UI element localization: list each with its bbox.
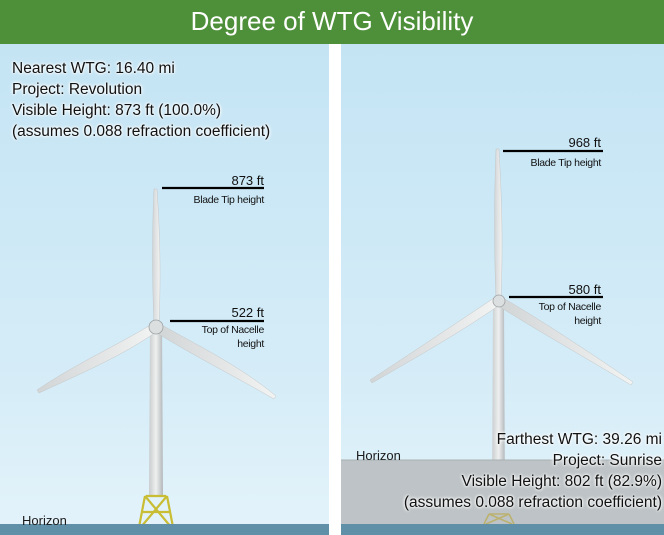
right-turbine-illustration [341,148,664,535]
horizon-label: Horizon [356,448,401,463]
project-name: Project: Sunrise [552,452,662,469]
hub [148,319,164,335]
farthest-distance: Farthest WTG: 39.26 mi [496,431,662,448]
blade-right [499,297,634,386]
left-turbine-illustration [0,186,329,535]
right-panel-farthest: 968 ft Blade Tip height 580 ft Top of Na… [341,44,664,535]
farthest-info-block: Farthest WTG: 39.26 mi Project: Sunrise … [404,429,662,513]
nacelle-label: Top of Nacelle height [538,301,602,327]
nearest-info-block: Nearest WTG: 16.40 mi Project: Revolutio… [12,58,270,142]
foundation-jacket [137,494,175,528]
panel-divider [329,44,341,535]
tower [149,326,163,496]
blade-tip-label: Blade Tip height [530,157,601,169]
nacelle-label: Top of Nacelle height [201,324,265,350]
refraction-note: (assumes 0.088 refraction coefficient) [12,123,271,140]
sea [0,524,329,535]
blade-tip-label: Blade Tip height [193,194,264,206]
visible-height: Visible Height: 802 ft (82.9%) [461,473,662,490]
sea [341,524,664,535]
horizon-label: Horizon [22,513,67,528]
hidden-foundation [483,513,515,525]
hub [492,294,506,308]
blade-tip-value: 873 ft [231,173,264,188]
blade-up [494,148,503,301]
left-panel-nearest: Nearest WTG: 16.40 mi Project: Revolutio… [0,44,329,535]
nacelle-value: 580 ft [568,282,601,297]
blade-left [36,323,157,394]
page-title: Degree of WTG Visibility [190,6,474,36]
nearest-distance: Nearest WTG: 16.40 mi [12,60,175,77]
blade-up [152,188,161,327]
nacelle-value: 522 ft [231,305,264,320]
blade-right [156,323,277,400]
project-name: Project: Revolution [12,81,143,98]
blade-left [369,297,499,384]
refraction-note: (assumes 0.088 refraction coefficient) [403,494,662,511]
visible-height: Visible Height: 873 ft (100.0%) [12,102,222,119]
blade-tip-value: 968 ft [568,135,601,150]
title-banner: Degree of WTG Visibility [0,0,664,44]
